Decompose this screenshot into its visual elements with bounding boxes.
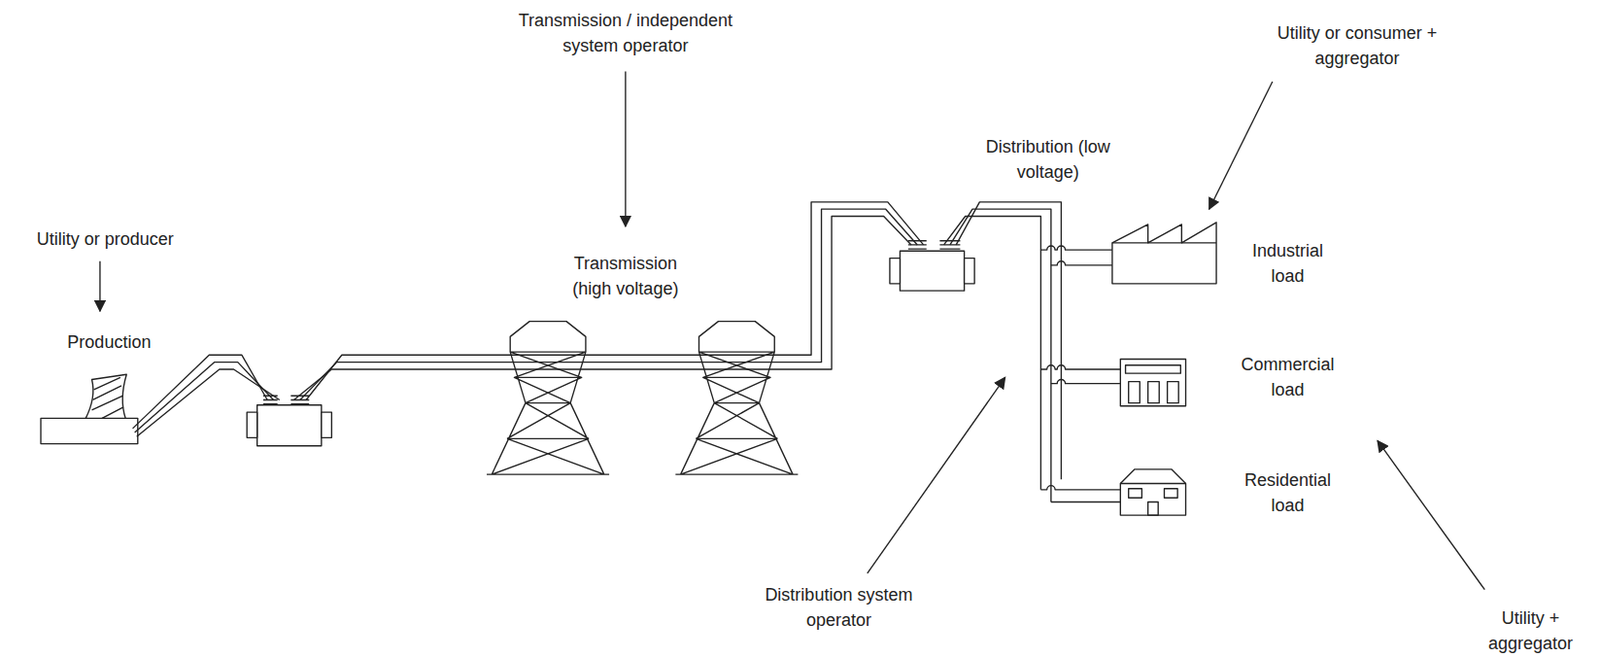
- diagram-label: Distribution system operator: [753, 581, 924, 633]
- diagram-label: Transmission / independent system operat…: [509, 7, 743, 59]
- turbine-body: [85, 374, 127, 418]
- house-roofline: [1120, 482, 1186, 484]
- house-door: [1148, 501, 1159, 515]
- transformer: [899, 250, 964, 291]
- wire: [306, 202, 923, 401]
- wire: [300, 208, 918, 400]
- diagram-label: Residential load: [1234, 467, 1342, 518]
- service-wire: [1040, 485, 1121, 490]
- diagram-label: Transmission (high voltage): [557, 250, 694, 302]
- transformer-terminal: [964, 258, 976, 284]
- service-wire: [1040, 365, 1121, 370]
- wire: [950, 208, 1052, 502]
- diagram-label: Utility or consumer + aggregator: [1259, 20, 1455, 71]
- diagram-label: Production: [35, 329, 182, 355]
- diagram-label: Industrial load: [1244, 238, 1332, 289]
- wire: [294, 216, 912, 401]
- leader-arrow: [99, 261, 101, 311]
- turbine-base: [40, 417, 138, 443]
- diagram-label: Commercial load: [1234, 351, 1342, 403]
- leader-arrow: [1377, 440, 1485, 589]
- shop-symbol: [1120, 358, 1186, 406]
- house-symbol: [1120, 469, 1186, 515]
- factory-roofline: [1112, 241, 1217, 243]
- diagram-label: Distribution (low voltage): [985, 134, 1112, 185]
- house-window: [1163, 488, 1178, 498]
- diagram-label: Utility + aggregator: [1482, 605, 1580, 656]
- shop-sign: [1125, 365, 1182, 374]
- house-window: [1128, 488, 1143, 498]
- leader-arrow: [867, 376, 1006, 574]
- service-wire: [1040, 245, 1113, 250]
- turbine-blades: [92, 376, 125, 418]
- leader-arrow: [1209, 81, 1273, 209]
- shop-window: [1128, 381, 1141, 404]
- wire: [944, 216, 1042, 490]
- service-wire: [1051, 261, 1113, 266]
- wire: [955, 202, 1061, 480]
- service-wire: [1051, 378, 1121, 383]
- transmission-tower: [486, 321, 610, 475]
- transformer: [257, 405, 322, 446]
- shop-window: [1148, 381, 1160, 404]
- diagram-label: Utility or producer: [7, 226, 203, 252]
- leader-arrow: [624, 70, 626, 227]
- shop-window: [1167, 381, 1180, 404]
- factory-symbol: [1112, 222, 1217, 284]
- transformer-terminal: [246, 411, 258, 438]
- transmission-tower: [675, 321, 798, 475]
- service-wire: [1051, 501, 1121, 503]
- transformer-terminal: [889, 258, 901, 284]
- transformer-terminal: [321, 411, 333, 438]
